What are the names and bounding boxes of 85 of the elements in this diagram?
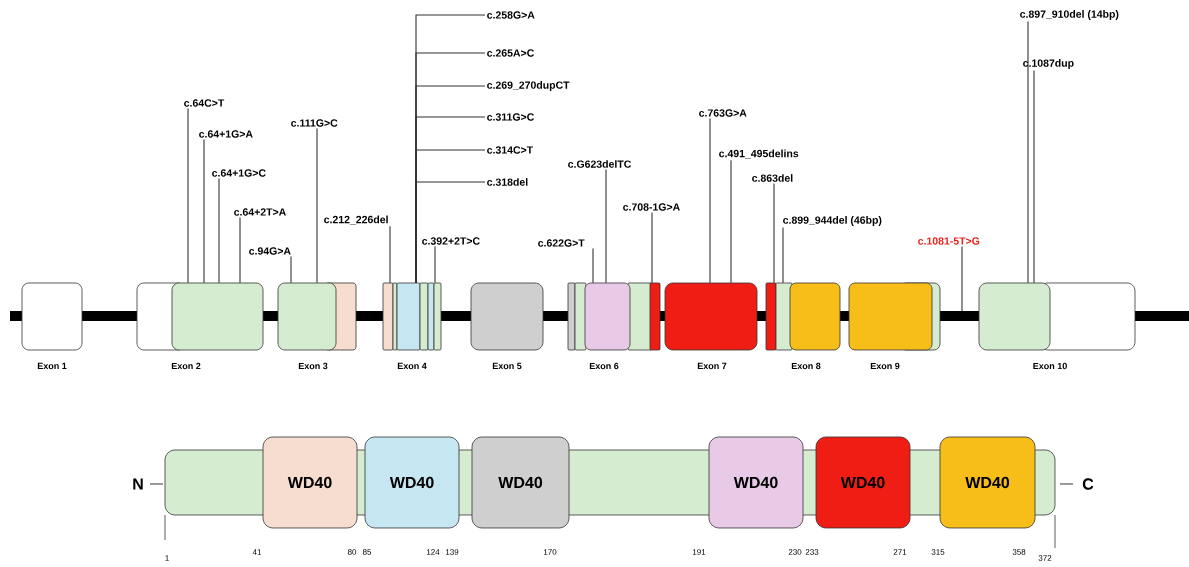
- position-number: 230: [788, 549, 802, 555]
- position-number: 170: [543, 549, 557, 555]
- node-label: Exon 8: [791, 362, 821, 370]
- mutation-label: c.64+2T>A: [234, 208, 286, 216]
- mutation-label: c.258G>A: [487, 11, 535, 19]
- mutation-label: c.G623delTC: [568, 160, 632, 168]
- mutation-label: c.708-1G>A: [623, 203, 680, 211]
- leader-line: [709, 117, 711, 284]
- leader-line: [1033, 70, 1035, 284]
- leader-line: [730, 159, 732, 284]
- leader-line: [187, 107, 189, 284]
- terminus-label: C: [1082, 478, 1094, 490]
- leader-line: [961, 245, 963, 312]
- node-label: Exon 2: [171, 362, 201, 370]
- leader-line: [218, 177, 220, 284]
- mutation-label: c.64C>T: [184, 99, 225, 107]
- mutation-label: c.64+1G>A: [199, 130, 253, 138]
- mutation-label: c.863del: [752, 174, 793, 182]
- exon-box: Exon 6: [567, 282, 661, 370]
- position-number: 124: [426, 549, 440, 555]
- mutation-label: c.392+2T>C: [422, 237, 480, 245]
- leader-line: [434, 245, 436, 284]
- mutation-label: c.269_270dupCT: [487, 81, 570, 91]
- position-number: 271: [893, 549, 907, 555]
- leader-line: [316, 127, 318, 284]
- position-number: 358: [1012, 549, 1026, 555]
- position-number: 80: [347, 549, 357, 555]
- position-number: 1: [165, 555, 169, 561]
- leader-line: [203, 138, 205, 284]
- exon-box: Exon 4: [382, 282, 442, 370]
- mutation-label: c.94G>A: [249, 247, 291, 255]
- terminus-label: N: [133, 478, 143, 490]
- exon-box: Exon 1: [21, 282, 83, 370]
- leader-line: [389, 225, 391, 284]
- domain-box: WD40: [708, 436, 804, 529]
- mutation-label: c.1081-5T>G: [918, 237, 980, 245]
- node-label: Exon 6: [589, 362, 619, 370]
- exon-box: Exon 10: [978, 282, 1136, 370]
- leader-line: [290, 255, 292, 284]
- mutation-label: c.265A>C: [487, 49, 534, 57]
- exon-box: Exon 7: [664, 282, 758, 370]
- mutation-label: c.899_944del (46bp): [783, 216, 882, 226]
- leader-line: [605, 169, 607, 284]
- mutation-label: c.111G>C: [291, 119, 338, 127]
- exon-box: Exon 5: [470, 282, 544, 370]
- exon-box: Exon 3: [277, 282, 357, 370]
- mutation-label: c.212_226del: [324, 215, 388, 225]
- position-number: 315: [931, 549, 945, 555]
- node-label: Exon 3: [298, 362, 328, 370]
- domain-box: WD40: [939, 436, 1036, 529]
- exon-box: Exon 8: [765, 282, 841, 370]
- position-number: 85: [362, 549, 372, 555]
- position-number: 372: [1038, 555, 1052, 561]
- domain-box: WD40: [364, 436, 460, 529]
- leader-line: [592, 247, 594, 284]
- leader-line: [239, 216, 241, 284]
- leader-line: [651, 211, 653, 284]
- mutation-label: c.64+1G>C: [212, 169, 266, 177]
- position-number: 191: [692, 549, 706, 555]
- leader-line: [782, 227, 784, 284]
- exon-box: Exon 9: [848, 282, 941, 370]
- position-number: 139: [445, 549, 459, 555]
- node-label: Exon 7: [697, 362, 727, 370]
- node-label: Exon 4: [397, 362, 427, 370]
- mutation-label: c.491_495delins: [719, 149, 799, 159]
- domain-box: WD40: [471, 436, 570, 529]
- domain-box: WD40: [262, 436, 358, 529]
- mutation-label: c.1087dup: [1023, 59, 1074, 69]
- position-number: 41: [252, 549, 262, 555]
- node-label: Exon 10: [1033, 362, 1067, 370]
- leader-line: [773, 183, 775, 284]
- node-label: Exon 9: [870, 362, 900, 370]
- mutation-label: c.897_910del (14bp): [1020, 10, 1119, 20]
- node-label: Exon 1: [37, 362, 67, 370]
- leader-line: [415, 181, 486, 284]
- leader-line: [1027, 21, 1029, 284]
- domain-box: WD40: [815, 436, 911, 529]
- mutation-label: c.314C>T: [487, 146, 533, 154]
- mutation-label: c.311G>C: [487, 113, 534, 121]
- mutation-label: c.763G>A: [699, 109, 747, 117]
- position-number: 233: [805, 549, 819, 555]
- exon-box: Exon 2: [136, 282, 264, 370]
- mutation-label: c.622G>T: [538, 239, 585, 247]
- node-label: Exon 5: [492, 362, 522, 370]
- mutation-label: c.318del: [487, 178, 528, 186]
